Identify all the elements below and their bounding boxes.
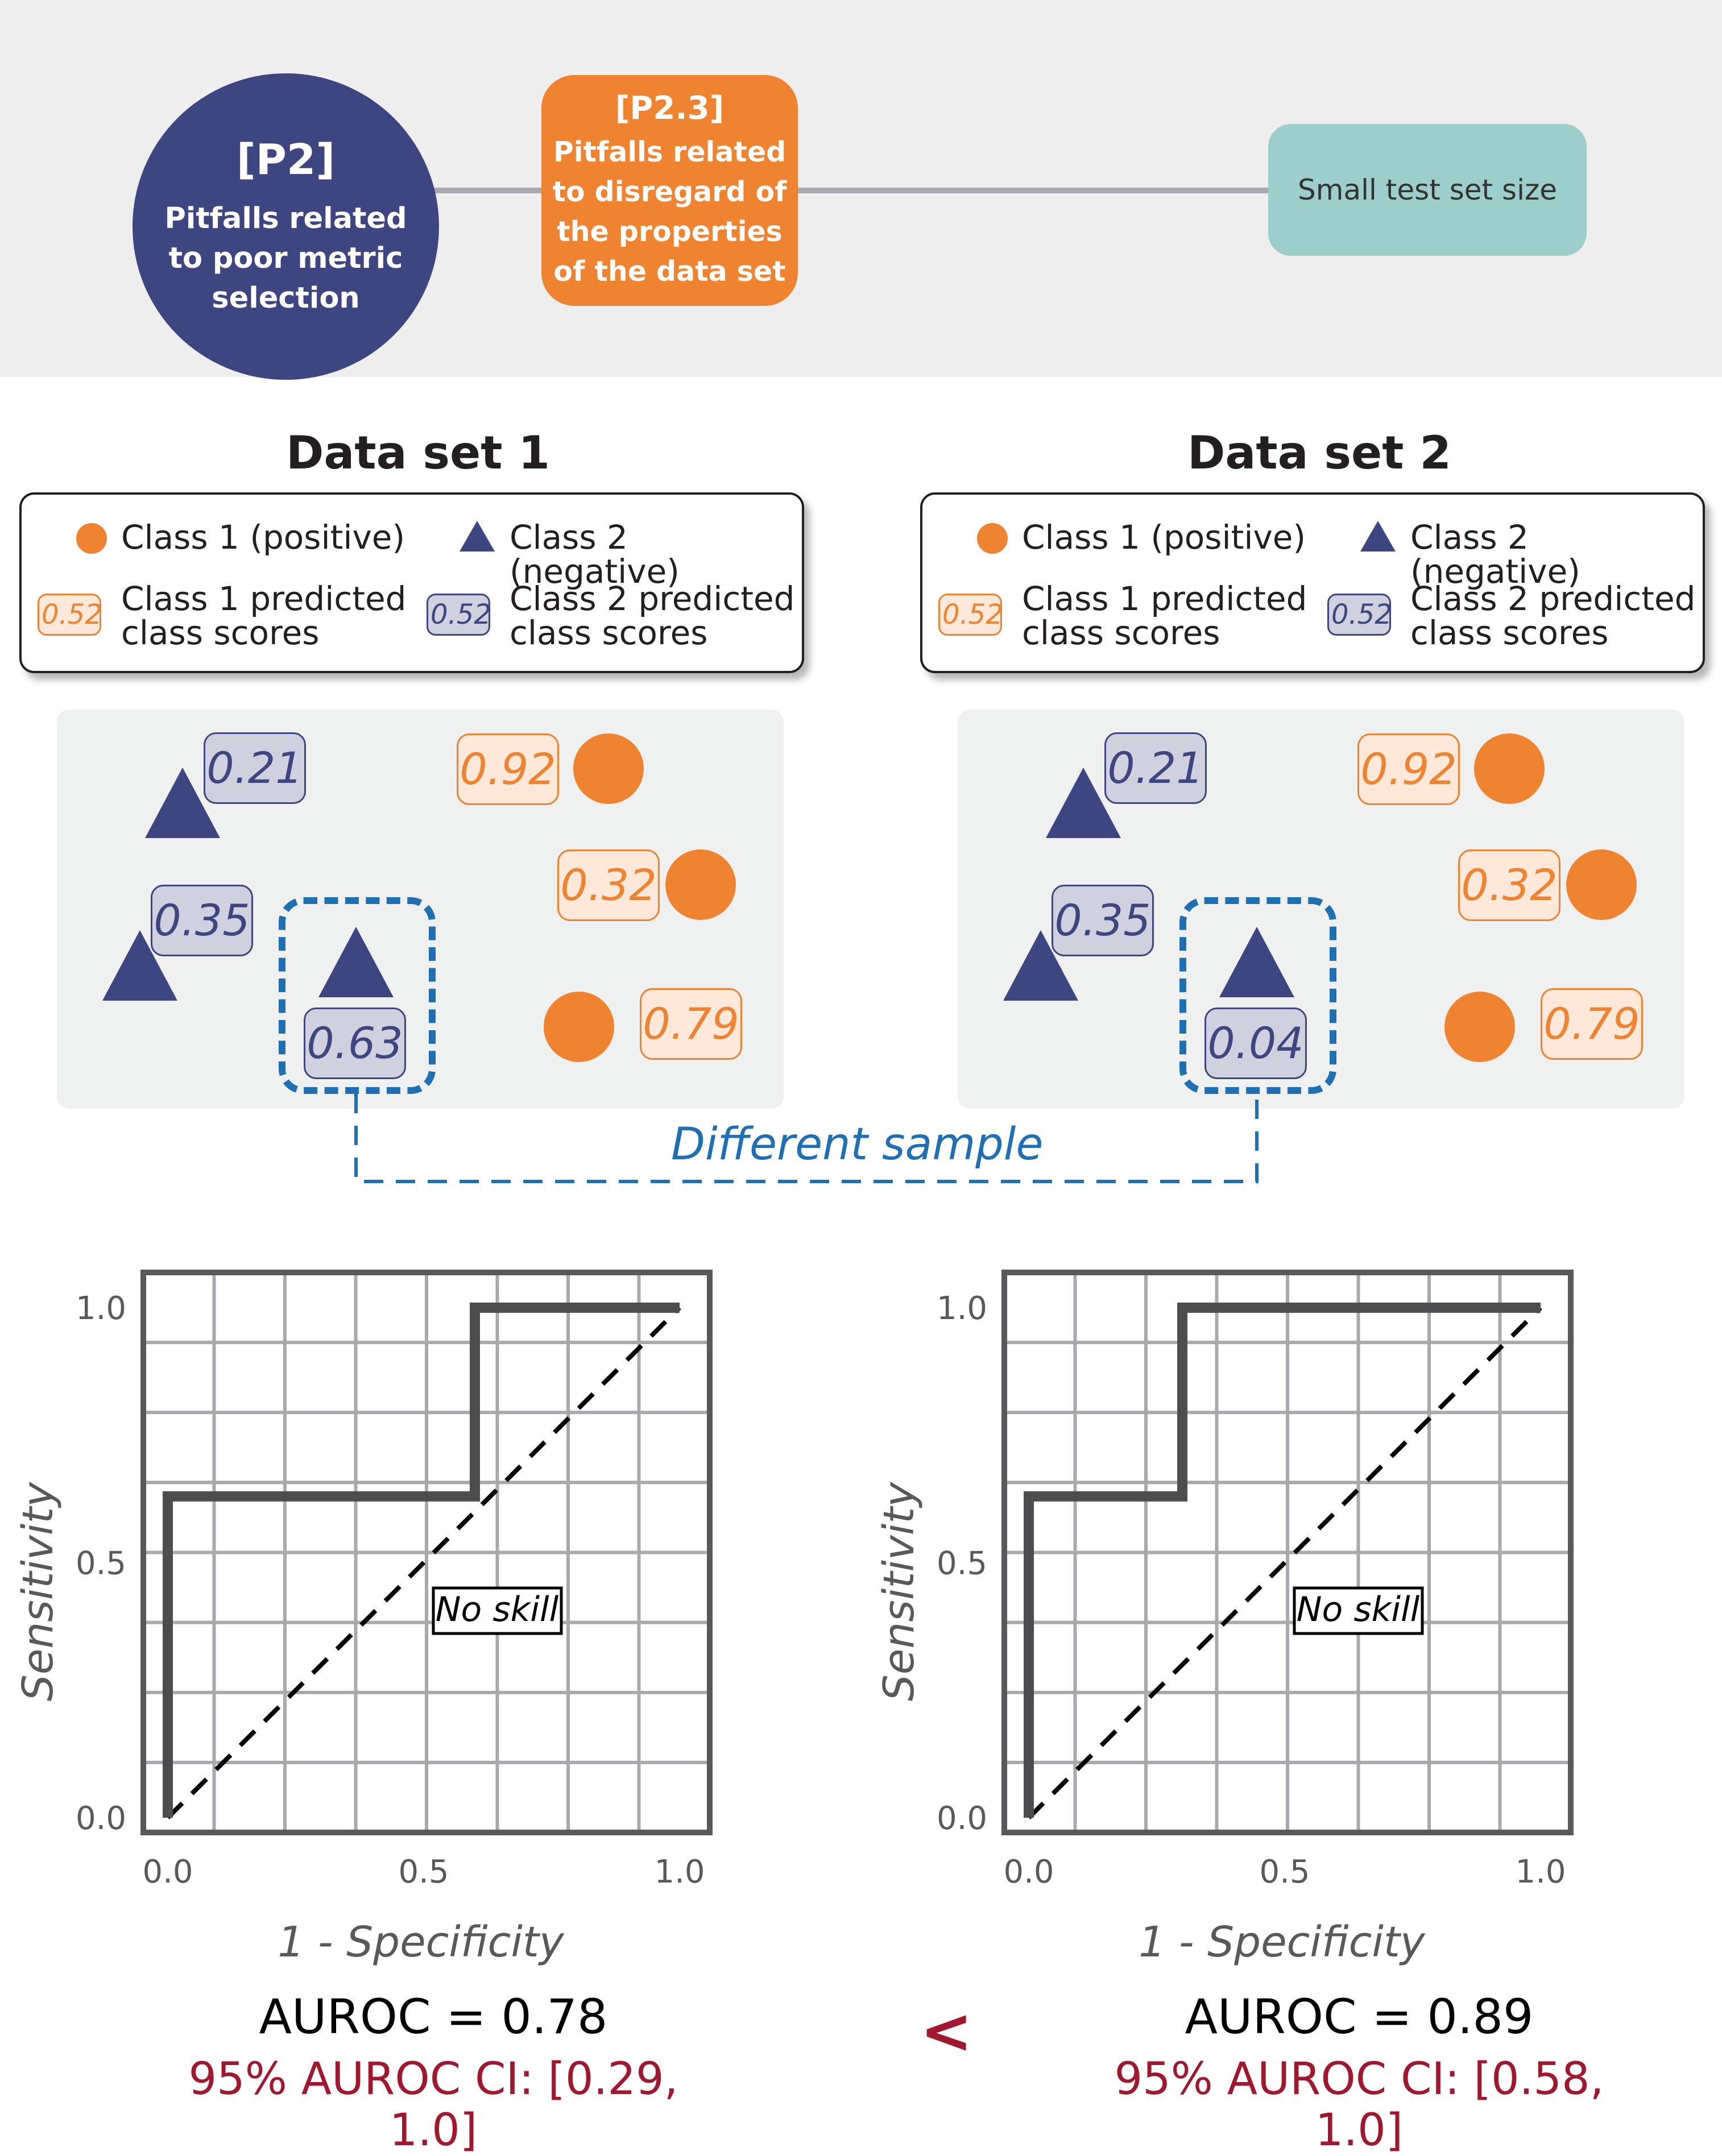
pitfall-leaf-node: Small test set size: [1268, 124, 1587, 256]
positive-class-icon: [977, 523, 1008, 554]
y-tick-label: 1.0: [76, 1290, 126, 1327]
legend-class2-label: Class 2 (negative): [510, 518, 680, 591]
auroc-ci-dataset-2: 95% AUROC CI: [0.58, 1.0]: [1114, 2054, 1604, 2156]
dataset-1-title: Data set 1: [285, 426, 550, 479]
negative-score-badge: 0.04: [1204, 1007, 1307, 1079]
negative-score-badge: 0.21: [204, 732, 306, 804]
x-axis-label: 1 - Specificity: [278, 1918, 565, 1967]
positive-sample-icon: [1566, 849, 1637, 920]
plot-frame: [140, 1270, 713, 1835]
legend-class1-scores-label: Class 1 predicted class scores: [1022, 579, 1307, 652]
class2-score-badge: 0.52: [427, 594, 491, 636]
positive-score-badge: 0.79: [640, 988, 742, 1060]
positive-class-icon: [76, 523, 107, 554]
auroc-value-dataset-2: AUROC = 0.89: [1185, 1989, 1534, 2045]
negative-sample-icon: [318, 927, 394, 997]
connector-line: [398, 188, 569, 193]
pitfall-subcategory-tag: [P2.3]: [615, 89, 725, 127]
y-tick-label: 0.5: [76, 1545, 126, 1582]
class1-score-badge: 0.52: [38, 594, 102, 636]
x-tick-label: 1.0: [1515, 1854, 1566, 1890]
legend-class2-scores-label: Class 2 predicted class scores: [510, 579, 795, 652]
pitfall-category-tag: [P2]: [236, 135, 336, 184]
roc-chart-dataset-2: No skill 0.0 0.0 0.5 0.5 1.0 1.0 1 - Specificit…: [875, 1270, 1574, 1967]
x-tick-label: 0.5: [398, 1854, 449, 1890]
plot-frame: [1001, 1270, 1574, 1835]
connector-line: [785, 188, 1285, 193]
auroc-ci-dataset-1: 95% AUROC CI: [0.29, 1.0]: [188, 2054, 678, 2156]
highlighted-sample-box: [1179, 897, 1336, 1094]
pitfall-category-text: Pitfalls related to poor metric selectio…: [164, 201, 407, 315]
positive-sample-icon: [1444, 992, 1515, 1062]
negative-class-icon: [460, 521, 495, 552]
x-tick-label: 0.0: [142, 1854, 193, 1890]
pitfall-category-node: [P2] Pitfalls related to poor metric sel…: [133, 73, 439, 380]
legend-dataset-2: Class 1 (positive) Class 2 (negative) 0.…: [920, 492, 1705, 673]
y-axis-label: Sensitivity: [875, 1482, 924, 1701]
pitfall-subcategory-node: [P2.3] Pitfalls related to disregard of …: [541, 75, 798, 306]
positive-sample-icon: [544, 992, 614, 1062]
no-skill-label: No skill: [436, 1590, 559, 1630]
legend-class1-scores-label: Class 1 predicted class scores: [121, 579, 407, 652]
highlighted-sample-box: [279, 897, 436, 1094]
y-tick-label: 0.0: [937, 1800, 987, 1837]
roc-curve: [163, 1303, 680, 1818]
positive-sample-icon: [665, 849, 736, 920]
positive-score-badge: 0.79: [1541, 988, 1643, 1060]
x-tick-label: 0.0: [1003, 1854, 1054, 1890]
negative-score-badge: 0.21: [1104, 732, 1207, 804]
positive-sample-icon: [1474, 733, 1545, 804]
class2-score-badge: 0.52: [1327, 594, 1392, 636]
y-tick-label: 0.5: [937, 1545, 987, 1582]
sample-panel-dataset-1: 0.21 0.35 0.63 0.92 0.32 0.79: [57, 710, 784, 1109]
negative-class-icon: [1360, 521, 1396, 552]
no-skill-label: No skill: [1297, 1590, 1420, 1630]
negative-score-badge: 0.35: [1052, 885, 1154, 956]
x-tick-label: 1.0: [654, 1854, 705, 1890]
legend-class2-label: Class 2 (negative): [1410, 518, 1580, 591]
pitfall-leaf-text: Small test set size: [1298, 173, 1557, 206]
y-tick-label: 0.0: [76, 1800, 126, 1837]
legend-dataset-1: Class 1 (positive) Class 2 (negative) 0.…: [19, 492, 804, 673]
no-skill-line: [1027, 1306, 1542, 1819]
positive-score-badge: 0.32: [557, 849, 660, 921]
negative-score-badge: 0.35: [151, 885, 253, 956]
positive-score-badge: 0.32: [1458, 849, 1560, 921]
positive-sample-icon: [573, 733, 644, 804]
legend-class2-scores-label: Class 2 predicted class scores: [1410, 579, 1696, 652]
x-tick-label: 0.5: [1259, 1854, 1310, 1890]
negative-score-badge: 0.63: [304, 1007, 406, 1079]
comparison-sign: <: [920, 1995, 973, 2067]
negative-sample-icon: [1219, 927, 1294, 997]
x-axis-label: 1 - Specificity: [1139, 1918, 1426, 1967]
no-skill-label-box: [1293, 1586, 1424, 1635]
y-axis-label: Sensitivity: [14, 1482, 63, 1701]
positive-score-badge: 0.92: [1357, 733, 1460, 805]
dataset-2-title: Data set 2: [1187, 426, 1452, 479]
roc-curve: [1024, 1303, 1541, 1818]
class1-score-badge: 0.52: [938, 594, 1003, 636]
different-sample-connector: [354, 1094, 1259, 1183]
legend-class1-label: Class 1 (positive): [121, 518, 405, 557]
roc-chart-dataset-1: No skill 0.0 0.0 0.5 0.5 1.0 1.0 1 - Specificit…: [14, 1270, 713, 1967]
y-tick-label: 1.0: [937, 1290, 987, 1327]
auroc-value-dataset-1: AUROC = 0.78: [259, 1989, 608, 2045]
different-sample-label: Different sample: [671, 1119, 1044, 1170]
positive-score-badge: 0.92: [457, 733, 559, 805]
no-skill-label-box: [432, 1586, 563, 1635]
no-skill-line: [166, 1306, 681, 1819]
legend-class1-label: Class 1 (positive): [1022, 518, 1306, 557]
pitfall-subcategory-text: Pitfalls related to disregard of the pro…: [552, 135, 787, 288]
